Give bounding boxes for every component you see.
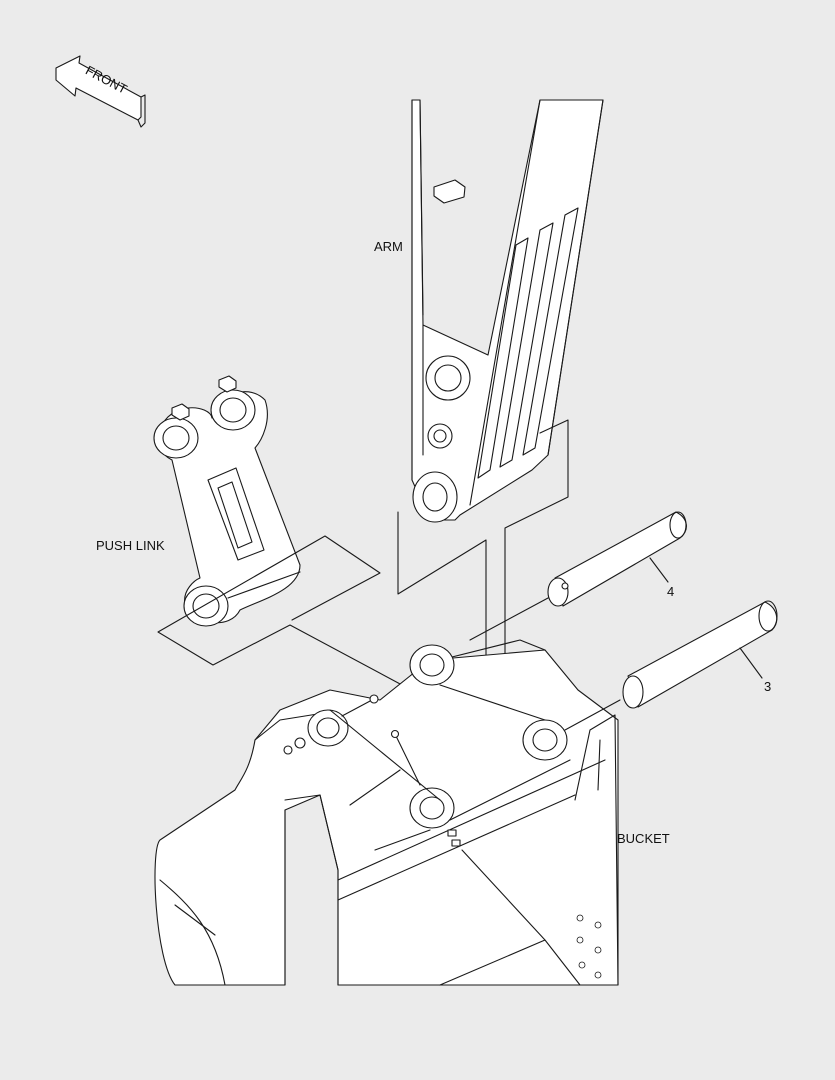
push-link-reference-frame — [157, 535, 403, 686]
front-arrow-icon: FRONT — [55, 55, 146, 128]
pin-3-callout: 3 — [764, 679, 771, 694]
pin-3-leader — [739, 647, 763, 679]
arm-label: ARM — [374, 239, 403, 254]
pin-4-part — [469, 511, 687, 641]
pin-4-leader — [649, 557, 669, 583]
bucket-label: BUCKET — [617, 831, 670, 846]
pin-4-callout: 4 — [667, 584, 674, 599]
arm-part — [411, 99, 604, 523]
bucket-part — [154, 639, 619, 986]
push-link-label: PUSH LINK — [96, 538, 165, 553]
pin-3-part — [564, 600, 778, 731]
push-link-part — [153, 375, 301, 627]
